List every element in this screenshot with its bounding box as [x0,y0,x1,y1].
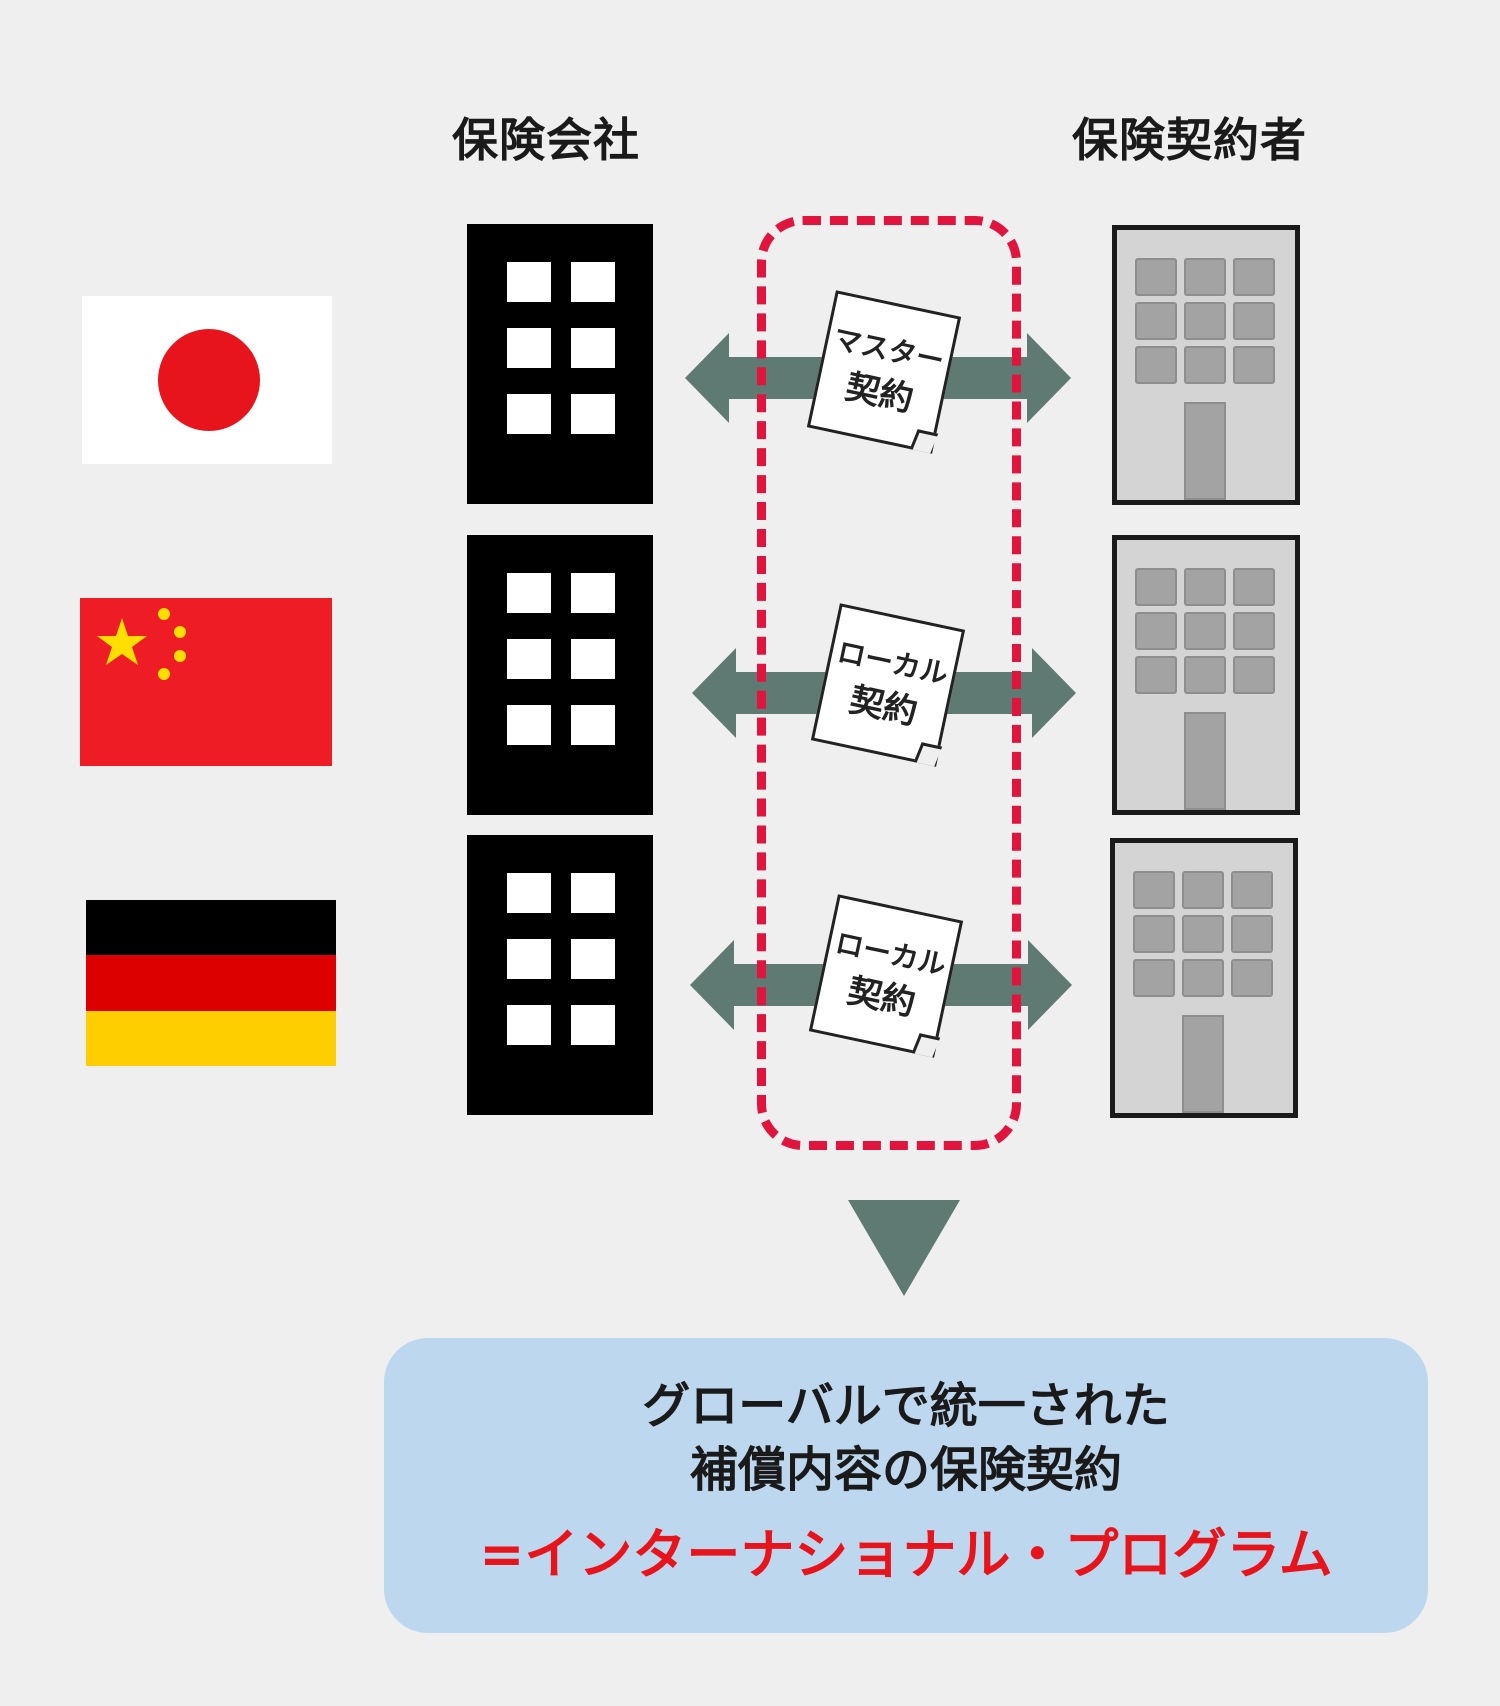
china-flag-icon [80,598,332,766]
insurer-building-icon [467,535,653,815]
insurer-column-header: 保険会社 [452,113,640,167]
international-program-label: =インターナショナル・プログラム [479,1523,1333,1586]
policyholder-building-icon [1112,535,1300,815]
policyholder-building-icon [1112,225,1300,505]
insurer-building-icon [467,224,653,504]
contracts-group-outline [757,216,1021,1150]
policyholder-column-header: 保険契約者 [1072,113,1307,167]
policyholder-building-icon [1110,838,1298,1118]
japan-flag-icon [82,296,332,464]
insurer-building-icon [467,835,653,1115]
result-line-1: グローバルで統一された [642,1378,1170,1434]
result-box: グローバルで統一された 補償内容の保険契約 =インターナショナル・プログラム [384,1338,1428,1633]
germany-flag-icon [86,900,336,1066]
down-arrow-icon [848,1200,960,1296]
result-line-2: 補償内容の保険契約 [689,1442,1122,1498]
